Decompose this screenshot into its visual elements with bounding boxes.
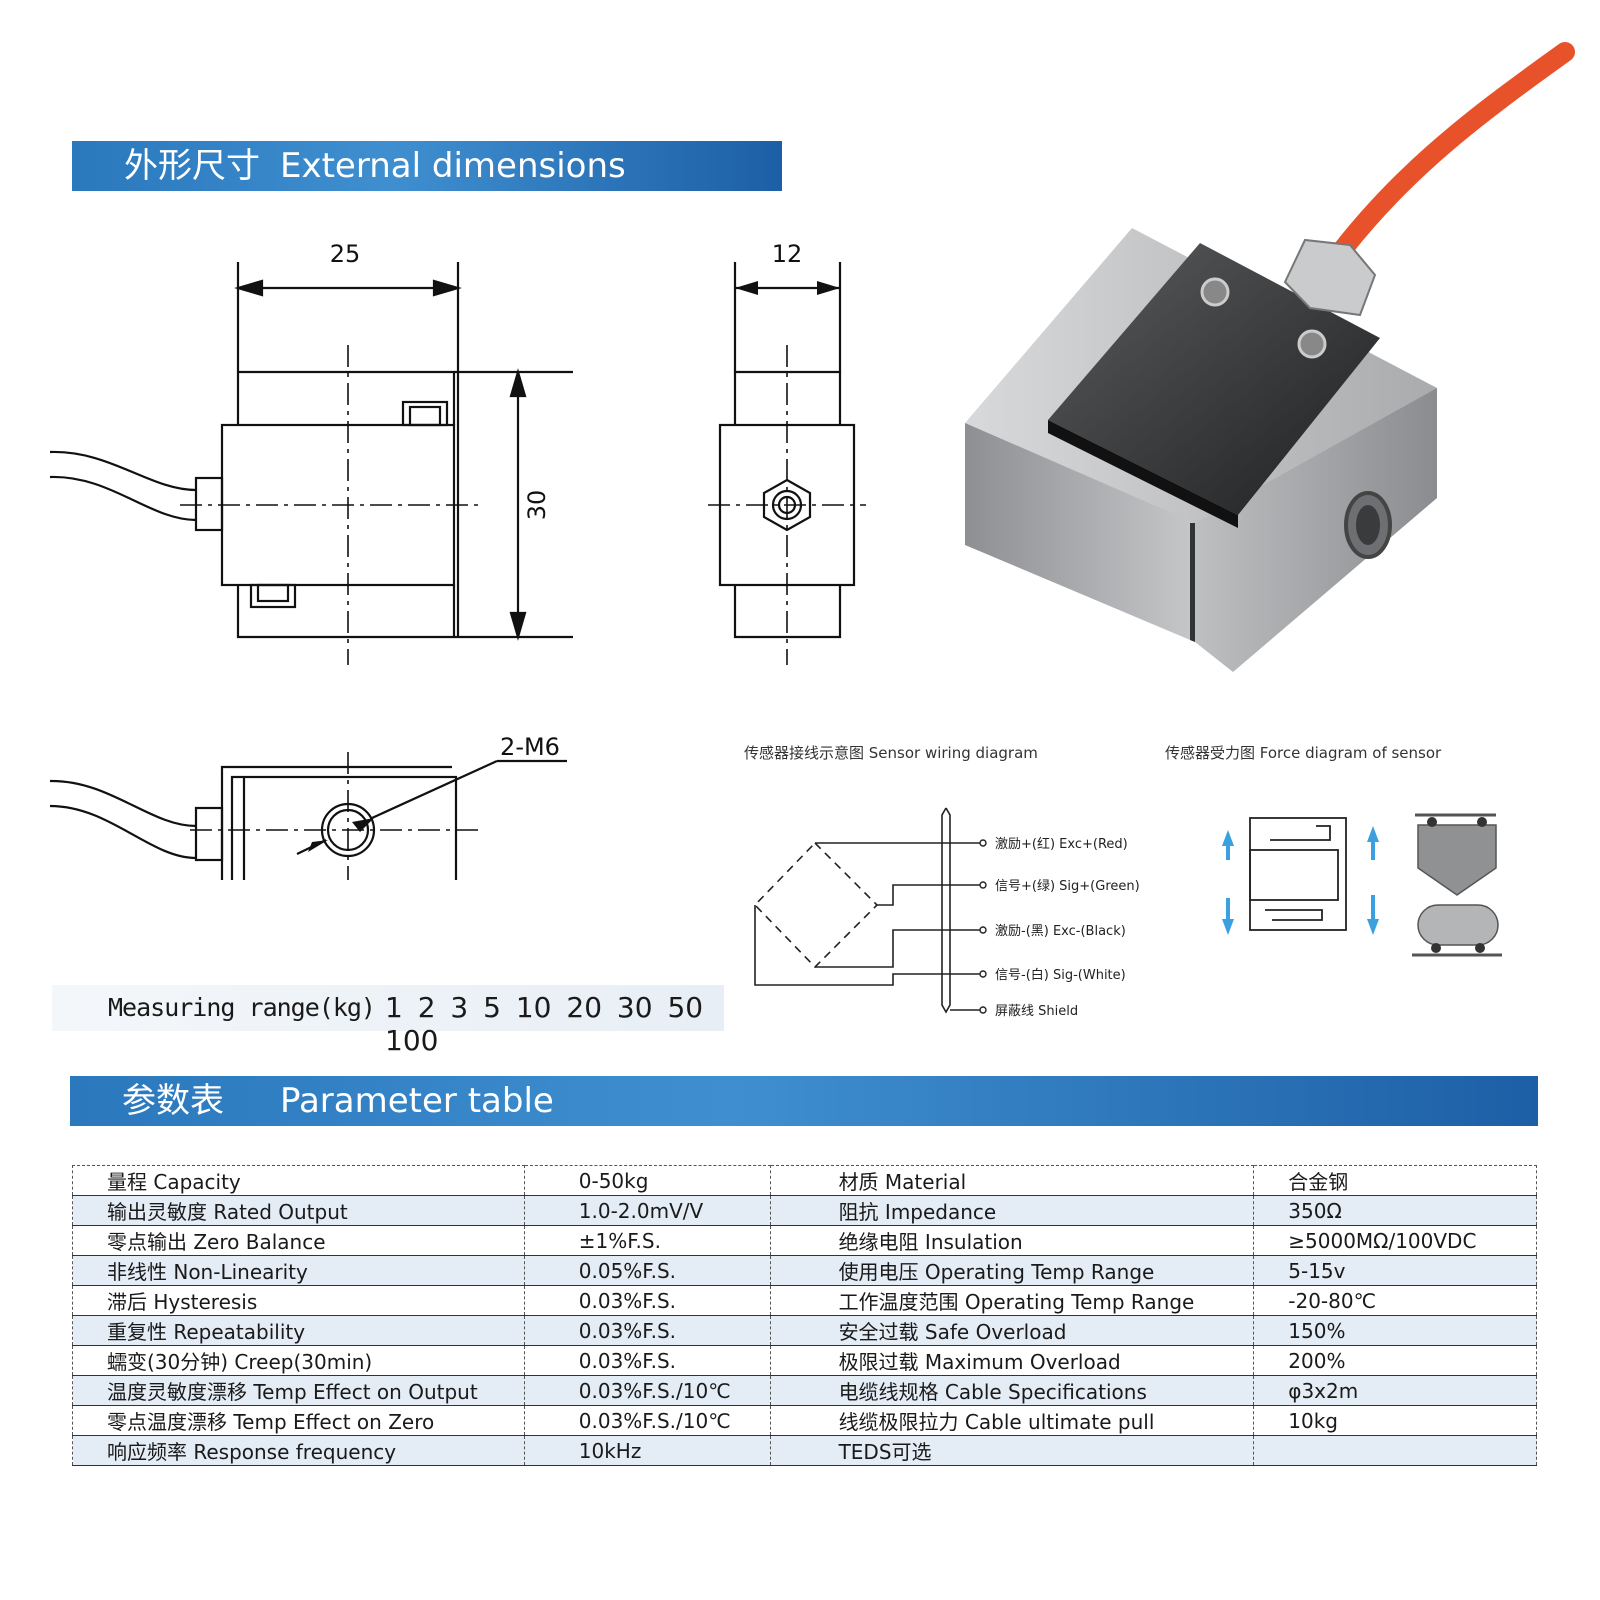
param-name: 温度灵敏度漂移 Temp Effect on Output <box>72 1375 525 1406</box>
param-value: 5-15v <box>1253 1255 1537 1286</box>
side-view-drawing: 12 <box>708 240 866 665</box>
param-name: 绝缘电阻 Insulation <box>770 1225 1255 1256</box>
banner-title-zh: 参数表 <box>122 1081 224 1121</box>
wire-label-sig-minus: 信号-(白) Sig-(White) <box>995 967 1126 983</box>
section-banner-parameter-table: 参数表 Parameter table <box>70 1076 1538 1126</box>
param-name: 滞后 Hysteresis <box>72 1285 525 1316</box>
param-name: 非线性 Non-Linearity <box>72 1255 525 1286</box>
param-value: 0.03%F.S. <box>524 1345 771 1376</box>
dimension-drawings: 25 30 2-M6 <box>49 240 573 880</box>
measuring-range-values: 1 2 3 5 10 20 30 50 100 <box>385 991 704 1057</box>
param-value: 150% <box>1253 1315 1537 1346</box>
param-value: -20-80℃ <box>1253 1285 1537 1316</box>
wiring-diagram-caption: 传感器接线示意图 Sensor wiring diagram <box>744 744 1038 762</box>
param-name: 工作温度范围 Operating Temp Range <box>770 1285 1255 1316</box>
wire-label-sig-plus: 信号+(绿) Sig+(Green) <box>995 879 1140 894</box>
param-name: TEDS可选 <box>770 1435 1255 1466</box>
param-value: 0.03%F.S. <box>524 1285 771 1316</box>
param-name: 响应频率 Response frequency <box>72 1435 525 1466</box>
param-name: 使用电压 Operating Temp Range <box>770 1255 1255 1286</box>
param-value: ±1%F.S. <box>524 1225 771 1256</box>
param-name: 极限过载 Maximum Overload <box>770 1345 1255 1376</box>
table-row: 重复性 Repeatability 0.03%F.S. 安全过载 Safe Ov… <box>72 1315 1537 1346</box>
table-row: 滞后 Hysteresis 0.03%F.S. 工作温度范围 Operating… <box>72 1285 1537 1316</box>
param-name: 输出灵敏度 Rated Output <box>72 1195 525 1226</box>
param-name: 线缆极限拉力 Cable ultimate pull <box>770 1405 1255 1436</box>
measuring-range-label: Measuring range(kg) <box>108 993 376 1022</box>
param-name: 电缆线规格 Cable Specifications <box>770 1375 1255 1406</box>
param-name: 安全过载 Safe Overload <box>770 1315 1255 1346</box>
banner-title-en: External dimensions <box>280 146 626 186</box>
param-value: 合金钢 <box>1253 1165 1537 1196</box>
thread-label: 2-M6 <box>500 733 560 761</box>
force-diagram <box>1222 813 1502 957</box>
param-value: 350Ω <box>1253 1195 1537 1226</box>
param-value: 10kHz <box>524 1435 771 1466</box>
param-value: 0.03%F.S. <box>524 1315 771 1346</box>
load-cell-photo <box>965 42 1575 672</box>
table-row: 响应频率 Response frequency 10kHz TEDS可选 <box>72 1435 1537 1466</box>
param-name: 重复性 Repeatability <box>72 1315 525 1346</box>
dimension-depth-label: 12 <box>772 240 803 268</box>
param-value: 0.03%F.S./10℃ <box>524 1405 771 1436</box>
measuring-range-bar: Measuring range(kg) 1 2 3 5 10 20 30 50 … <box>52 985 724 1057</box>
param-value <box>1253 1435 1537 1466</box>
param-value: 0-50kg <box>524 1165 771 1196</box>
section-banner-external-dimensions: 外形尺寸 External dimensions <box>72 141 782 191</box>
param-name: 量程 Capacity <box>72 1165 525 1196</box>
wiring-diagram: 激励+(红) Exc+(Red) 信号+(绿) Sig+(Green) 激励-(… <box>753 807 1140 1019</box>
param-name: 零点温度漂移 Temp Effect on Zero <box>72 1405 525 1436</box>
table-row: 零点温度漂移 Temp Effect on Zero 0.03%F.S./10℃… <box>72 1405 1537 1436</box>
param-value: 0.03%F.S./10℃ <box>524 1375 771 1406</box>
param-value: 200% <box>1253 1345 1537 1376</box>
wire-label-exc-plus: 激励+(红) Exc+(Red) <box>995 836 1128 852</box>
table-row: 非线性 Non-Linearity 0.05%F.S. 使用电压 Operati… <box>72 1255 1537 1286</box>
param-name: 材质 Material <box>770 1165 1255 1196</box>
banner-title-zh: 外形尺寸 <box>124 146 260 186</box>
table-row: 零点输出 Zero Balance ±1%F.S. 绝缘电阻 Insulatio… <box>72 1225 1537 1256</box>
table-row: 输出灵敏度 Rated Output 1.0-2.0mV/V 阻抗 Impeda… <box>72 1195 1537 1226</box>
parameter-table: 量程 Capacity 0-50kg 材质 Material 合金钢 输出灵敏度… <box>72 1165 1537 1466</box>
wire-label-exc-minus: 激励-(黑) Exc-(Black) <box>995 924 1126 939</box>
param-value: φ3x2m <box>1253 1375 1537 1406</box>
param-name: 零点输出 Zero Balance <box>72 1225 525 1256</box>
param-value: 1.0-2.0mV/V <box>524 1195 771 1226</box>
wire-label-shield: 屏蔽线 Shield <box>995 1004 1078 1019</box>
param-value: 0.05%F.S. <box>524 1255 771 1286</box>
param-name: 蠕变(30分钟) Creep(30min) <box>72 1345 525 1376</box>
banner-title-en: Parameter table <box>280 1081 554 1121</box>
param-value: ≥5000MΩ/100VDC <box>1253 1225 1537 1256</box>
table-row: 量程 Capacity 0-50kg 材质 Material 合金钢 <box>72 1165 1537 1196</box>
force-diagram-caption: 传感器受力图 Force diagram of sensor <box>1165 744 1442 762</box>
dimension-height-label: 30 <box>523 490 551 521</box>
param-value: 10kg <box>1253 1405 1537 1436</box>
dimension-width-label: 25 <box>330 240 361 268</box>
table-row: 蠕变(30分钟) Creep(30min) 0.03%F.S. 极限过载 Max… <box>72 1345 1537 1376</box>
param-name: 阻抗 Impedance <box>770 1195 1255 1226</box>
table-row: 温度灵敏度漂移 Temp Effect on Output 0.03%F.S./… <box>72 1375 1537 1406</box>
